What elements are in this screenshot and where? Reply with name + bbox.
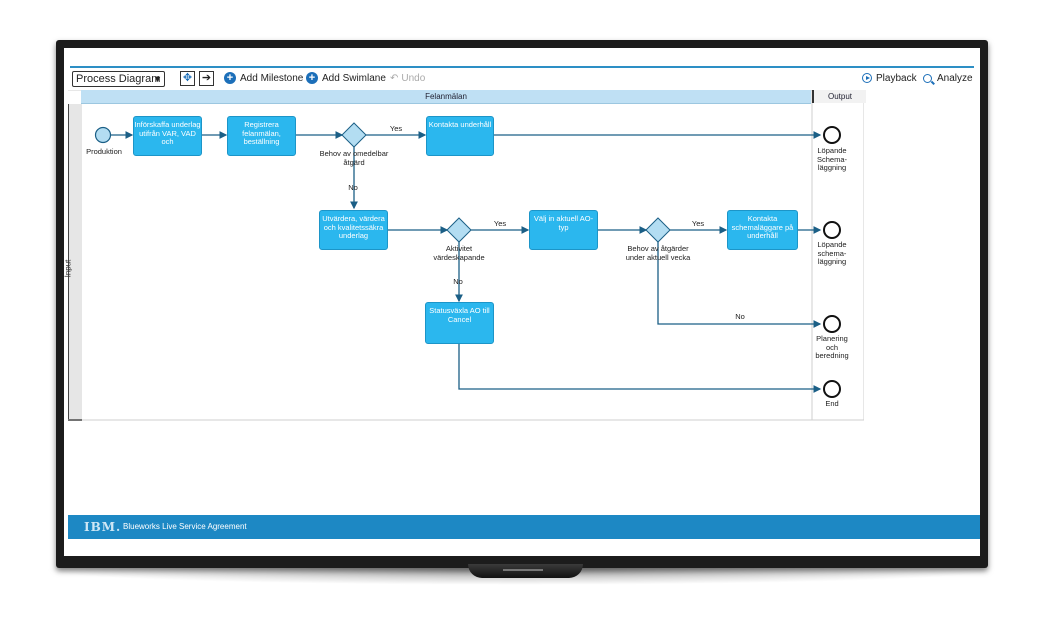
select-tool-icon[interactable]: ✥	[180, 71, 195, 86]
end-event-2[interactable]	[823, 221, 841, 239]
end-event-3[interactable]	[823, 315, 841, 333]
flow-label-yes-2: Yes	[493, 219, 507, 228]
end-event-3-label: Planering och beredning	[815, 334, 849, 360]
undo-label: Undo	[401, 73, 426, 84]
service-agreement-link[interactable]: Blueworks Live Service Agreement	[123, 522, 247, 531]
top-accent-line	[70, 66, 974, 68]
add-milestone-label: Add Milestone	[240, 73, 304, 84]
play-icon	[862, 73, 872, 84]
swimlane-header[interactable]: Input	[64, 104, 82, 419]
gateway-immediate-label: Behov av omedelbar åtgärd	[319, 149, 389, 167]
start-event-label: Produktion	[86, 147, 122, 156]
task-statusvaxla[interactable]: Statusväxla AO till Cancel	[425, 302, 494, 344]
undo-button[interactable]: ↶Undo	[390, 72, 425, 86]
task-inforskaffa[interactable]: Införskaffa underlag utifrån VAR, VAD oc…	[133, 116, 202, 156]
tv-stand	[468, 564, 583, 578]
plus-circle-icon: +	[306, 72, 318, 85]
end-event-4-label: End	[825, 399, 839, 408]
toolbar: Process Diagram ▼ ✥ ➔ +Add Milestone +Ad…	[72, 70, 974, 90]
analyze-button[interactable]: Analyze	[923, 72, 973, 86]
playback-button[interactable]: Playback	[862, 72, 917, 86]
end-event-1[interactable]	[823, 126, 841, 144]
playback-label: Playback	[876, 73, 917, 84]
flow-label-yes-3: Yes	[691, 219, 705, 228]
search-icon	[923, 73, 932, 83]
end-event-2-label: Löpande schema-läggning	[817, 240, 847, 266]
view-select-value: Process Diagram	[76, 73, 161, 85]
gateway-value[interactable]	[446, 217, 472, 243]
task-kontakta-underhall[interactable]: Kontakta underhåll	[426, 116, 494, 156]
analyze-label: Analyze	[937, 73, 973, 84]
swimlane-label: Input	[64, 259, 73, 278]
tv-stand-mark	[503, 569, 543, 571]
task-kontakta-schemalaggare[interactable]: Kontakta schemaläggare på underhåll	[727, 210, 798, 250]
start-event[interactable]	[94, 126, 112, 144]
task-utvardera[interactable]: Utvärdera, värdera och kvalitetssäkra un…	[319, 210, 388, 250]
flow-label-no-1: No	[348, 183, 358, 192]
add-swimlane-label: Add Swimlane	[322, 73, 386, 84]
connect-tool-icon[interactable]: ➔	[199, 71, 214, 86]
end-event-4[interactable]	[823, 380, 841, 398]
output-header: Output	[812, 90, 866, 103]
gateway-value-label: Aktivitet värdeskapande	[433, 244, 485, 262]
undo-icon: ↶	[390, 73, 399, 84]
add-swimlane-button[interactable]: + Add Swimlane	[306, 72, 386, 86]
view-select[interactable]: Process Diagram ▼	[72, 71, 165, 87]
gateway-week[interactable]	[645, 217, 671, 243]
flow-label-no-3: No	[735, 312, 745, 321]
diagram-canvas	[68, 90, 864, 421]
gateway-week-label: Behov av åtgärder under aktuell vecka	[625, 244, 691, 262]
add-milestone-button[interactable]: + Add Milestone	[224, 72, 303, 86]
footer-bar: IBM. Blueworks Live Service Agreement	[68, 515, 980, 539]
chevron-down-icon: ▼	[153, 74, 162, 84]
end-event-1-label: Löpande Schema-läggning	[816, 146, 847, 172]
flow-cancel-end	[458, 344, 822, 393]
task-registrera[interactable]: Registrera felanmälan, beställning	[227, 116, 296, 156]
gateway-immediate[interactable]	[341, 122, 367, 148]
ibm-logo: IBM.	[84, 520, 122, 534]
milestone-header[interactable]: Felanmälan	[81, 90, 811, 104]
task-valj-ao-typ[interactable]: Välj in aktuell AO-typ	[529, 210, 598, 250]
plus-circle-icon: +	[224, 72, 236, 85]
process-diagram: Input Felanmälan Output Införskaffa unde…	[64, 90, 866, 422]
app-screen: Process Diagram ▼ ✥ ➔ +Add Milestone +Ad…	[64, 48, 980, 556]
flow-label-yes-1: Yes	[389, 124, 403, 133]
flow-label-no-2: No	[453, 277, 463, 286]
flow-gw3-no	[657, 242, 822, 328]
